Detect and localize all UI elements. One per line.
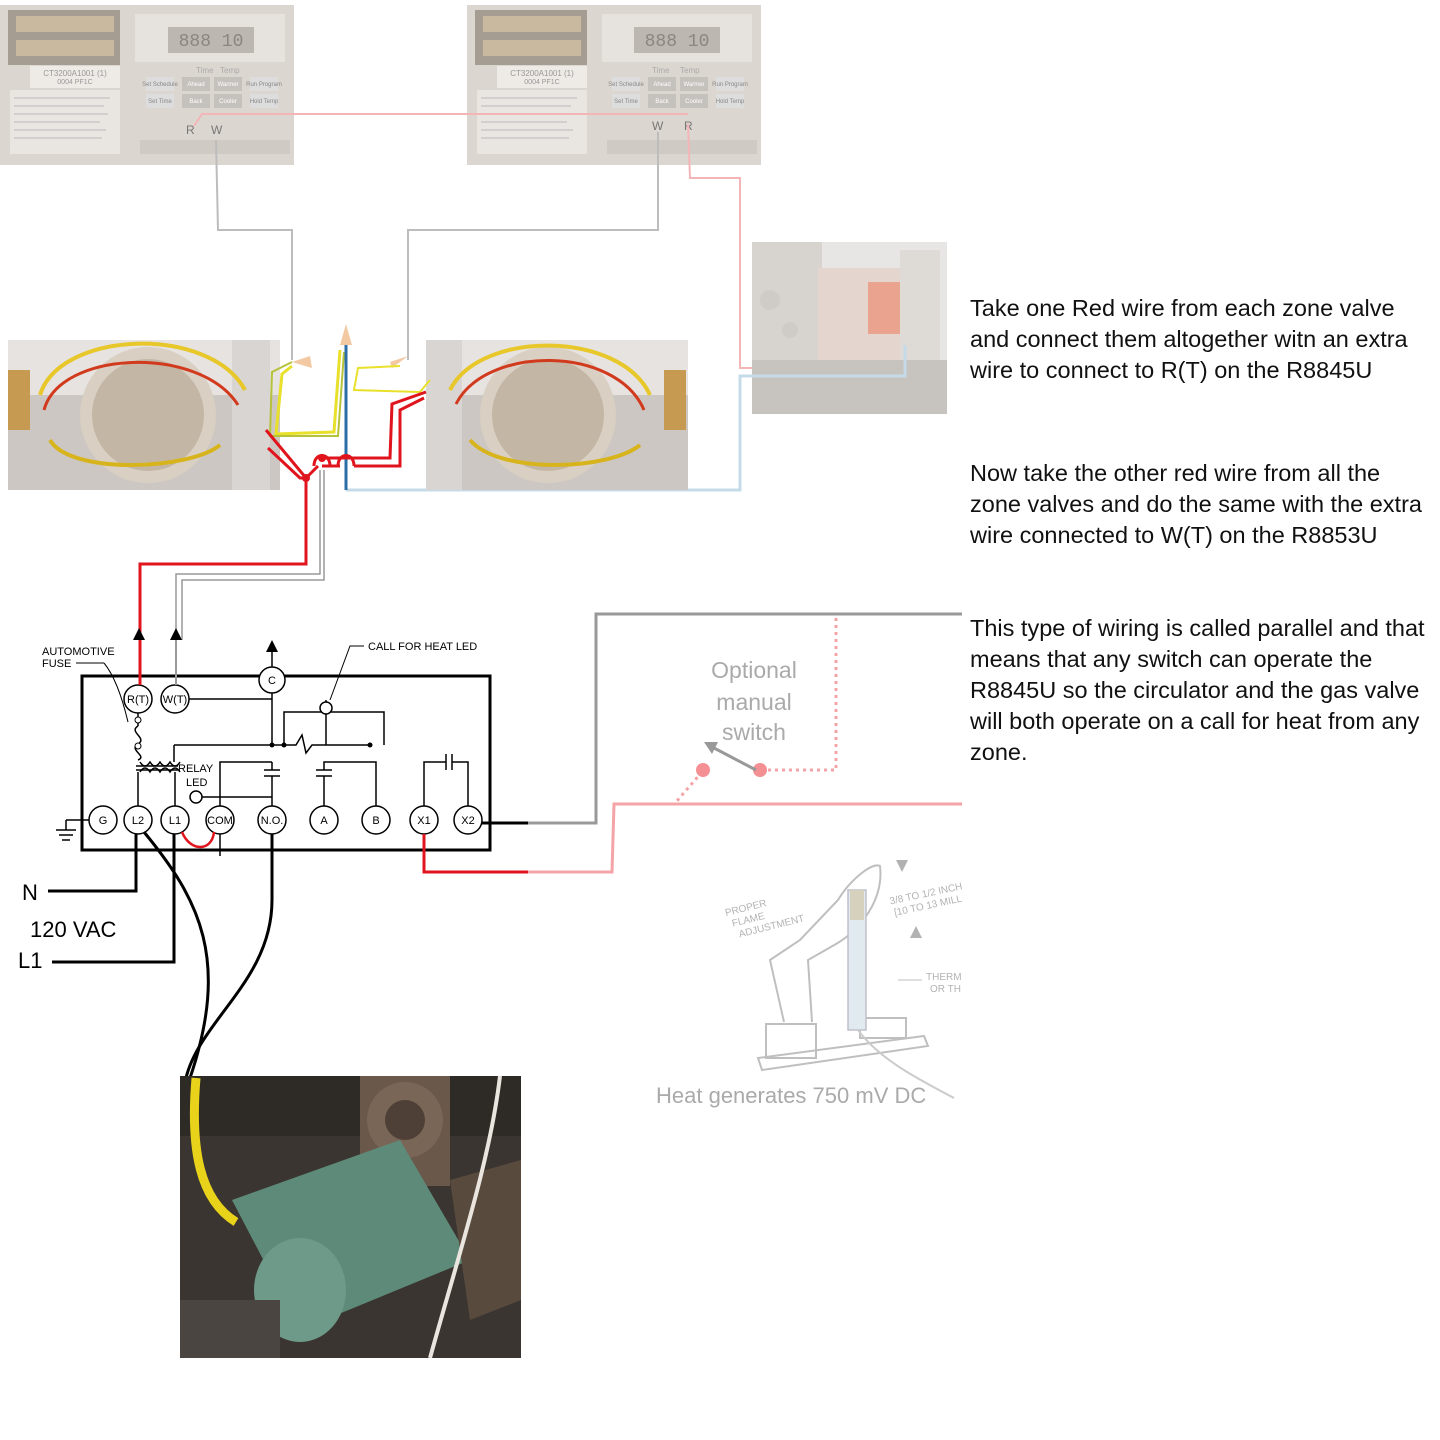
red-junction-dot (302, 474, 310, 482)
fuse-label: AUTOMOTIVE (42, 646, 115, 658)
thermostat-code-label: 0004 PF1C (57, 79, 92, 86)
thermostat-button: Set Schedule (608, 82, 644, 88)
terminal-label: B (372, 815, 379, 827)
optional-switch: Optional manual switch (674, 618, 838, 803)
terminal-r-label: R (186, 123, 195, 137)
relay-led-label: RELAY (178, 763, 214, 775)
thermostat-code-label: 0004 PF1C (524, 79, 559, 86)
thermostat-button: Hold Temp (716, 99, 745, 105)
time-header: Time (196, 66, 214, 75)
instruction-paragraph-1: Take one Red wire from each zone valve a… (970, 295, 1408, 383)
relay-control-box: AUTOMOTIVE FUSE CALL FOR HEAT LED R(T) W… (42, 628, 492, 856)
thermostat-display: 888 10 (645, 32, 710, 52)
thermostat-button: Cooler (219, 99, 237, 105)
terminal-label: X1 (417, 815, 430, 827)
thermostat-button: Set Time (614, 99, 638, 105)
thermostat-button: Back (655, 99, 669, 105)
terminal-label: L1 (169, 815, 181, 827)
thermostat-button: Set Schedule (142, 82, 178, 88)
wire-nuts (268, 324, 431, 437)
jumper-wire (180, 831, 216, 849)
thermostat-right: CT3200A1001 (1) 0004 PF1C 888 10 Time Te… (467, 5, 761, 165)
thermostat-button: Cooler (685, 99, 703, 105)
thermostat-button: Ahead (187, 82, 204, 88)
thermostat-button: Back (189, 99, 203, 105)
thermostat-model-label: CT3200A1001 (1) (510, 69, 574, 78)
terminal-wt-label: W(T) (163, 694, 187, 706)
instruction-paragraph-3: This type of wiring is called parallel a… (970, 615, 1425, 765)
circulator-pump-photo (180, 1075, 521, 1359)
optional-switch-label: manual (716, 689, 791, 715)
x1-faded-wire (528, 802, 962, 874)
thermostat-button: Run Program (246, 82, 282, 88)
optional-switch-label: Optional (711, 657, 797, 683)
terminal-w-label: W (652, 119, 664, 133)
red-junction-dot (318, 454, 326, 462)
gas-valve-photo (752, 242, 947, 414)
x1-wire (422, 834, 528, 874)
terminal-label: X2 (461, 815, 474, 827)
call-for-heat-label: CALL FOR HEAT LED (368, 641, 477, 653)
thermopile-caption: Heat generates 750 mV DC (656, 1083, 926, 1108)
thermostat-button: Ahead (653, 82, 670, 88)
thermopile-clip-mask (962, 840, 982, 1140)
thermostat-display: 888 10 (179, 32, 244, 52)
optional-switch-label: switch (722, 719, 786, 745)
thermostat-left: CT3200A1001 (1) 0004 PF1C 888 10 Time Te… (0, 5, 294, 165)
thermostat-button: Set Time (148, 99, 172, 105)
thermopile-illustration: PROPER FLAME ADJUSTMENT 3/8 TO 1/2 INCH … (724, 860, 963, 1099)
thermo-label: THERM (926, 972, 962, 983)
terminal-label: G (99, 815, 108, 827)
zone-valve-left (8, 340, 280, 490)
thermostat-button: Run Program (712, 82, 748, 88)
thermostat-button: Warmer (217, 82, 238, 88)
w-wire (175, 470, 325, 640)
relay-led-label: LED (186, 777, 207, 789)
ground-icon (56, 819, 89, 841)
thermo-label: OR TH (930, 984, 961, 995)
terminal-label: COM (207, 815, 233, 827)
line-label: L1 (18, 948, 42, 973)
zone-valve-right (426, 340, 688, 490)
terminal-rt-label: R(T) (127, 694, 149, 706)
thermostat-model-label: CT3200A1001 (1) (43, 69, 107, 78)
power-input: N 120 VAC L1 (18, 831, 274, 1079)
terminal-label: L2 (132, 815, 144, 827)
instruction-paragraph-2: Now take the other red wire from all the… (970, 460, 1422, 548)
neutral-label: N (22, 880, 38, 905)
temp-header: Temp (680, 66, 700, 75)
terminal-w-label: W (211, 123, 223, 137)
time-header: Time (652, 66, 670, 75)
terminal-c-label: C (268, 675, 276, 687)
terminal-label: N.O. (261, 815, 284, 827)
terminal-label: A (320, 815, 328, 827)
thermostat-button: Hold Temp (250, 99, 279, 105)
voltage-label: 120 VAC (30, 917, 117, 942)
x2-gray-wire (528, 612, 962, 825)
temp-header: Temp (220, 66, 240, 75)
thermostat-button: Warmer (683, 82, 704, 88)
fuse-label: FUSE (42, 658, 71, 670)
